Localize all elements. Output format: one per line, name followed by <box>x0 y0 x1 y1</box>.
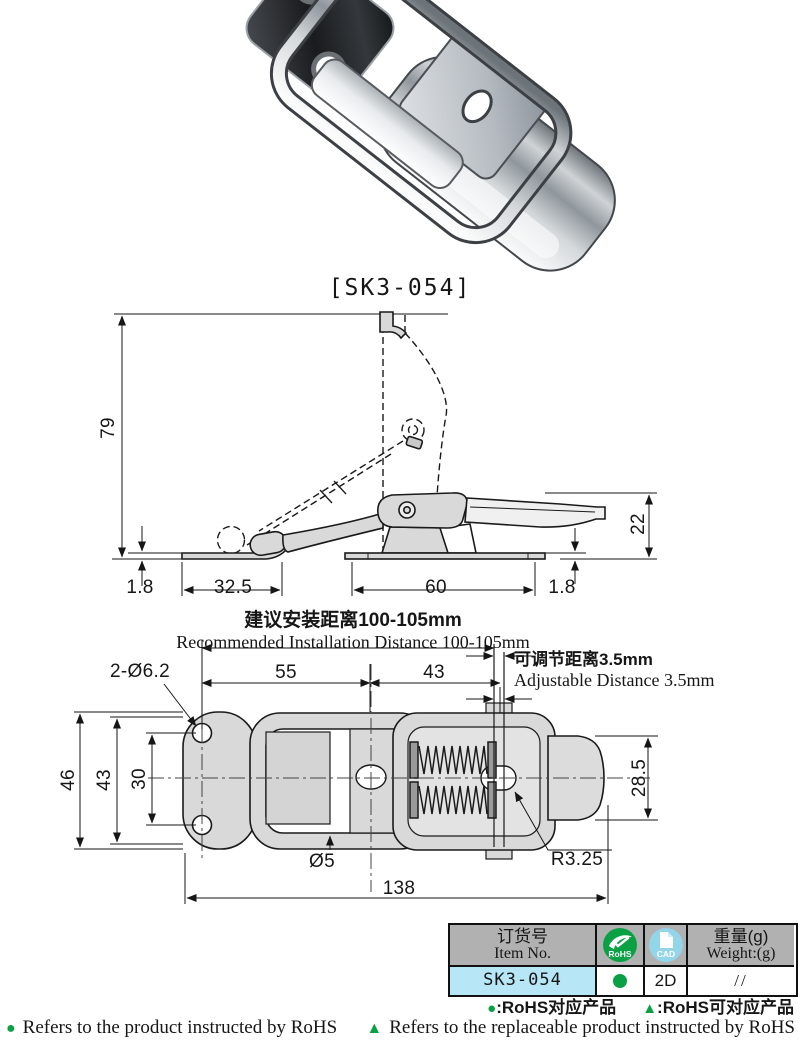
top-catch <box>379 311 408 340</box>
adjust-note: 可调节距离3.5mm Adjustable Distance 3.5mm <box>514 645 714 691</box>
dim-overall-length: 138 <box>382 878 416 899</box>
latch-body-inner <box>407 726 541 837</box>
legend-zh-rohs-alt: ▲:RoHS可对应产品 <box>642 993 794 1018</box>
header-item-no-zh: 订货号 <box>497 926 548 946</box>
dim-thickness-right: 1.8 <box>548 577 576 598</box>
latch-photo-group <box>245 0 616 272</box>
green-triangle-icon: ▲ <box>366 1020 383 1037</box>
spring-bottom <box>418 785 488 815</box>
side-view-solid <box>181 311 606 560</box>
header-cad: CAD <box>645 925 688 967</box>
lever-tail-side <box>464 497 606 528</box>
base-plate-side <box>344 552 546 560</box>
dim-handle-width: 28.5 <box>629 758 650 798</box>
item-no-value: SK3-054 <box>483 970 562 991</box>
rohs-badge-icon: RoHS <box>603 928 637 962</box>
cad-value: 2D <box>654 971 677 991</box>
rohs-leaf-icon <box>609 935 632 949</box>
row-item-no: SK3-054 <box>450 967 597 995</box>
cad-badge-icon: CAD <box>648 928 683 962</box>
dim-plate-span: 43 <box>94 769 115 791</box>
header-item-no-en: Item No. <box>494 944 551 962</box>
dim-slot-radius: R3.25 <box>550 849 604 870</box>
legend-en-rohs-alt-text: Refers to the replaceable product instru… <box>389 1017 795 1038</box>
spring-top <box>418 745 488 775</box>
pedestal <box>380 526 452 554</box>
svg-text:RoHS: RoHS <box>608 949 631 959</box>
dim-plate-height: 46 <box>58 769 79 791</box>
photo-bail-wire <box>272 0 570 242</box>
legend-en-rohs-alt: ▲ Refers to the replaceable product instr… <box>366 1017 795 1039</box>
legend-zh-rohs-text: :RoHS对应产品 <box>496 998 617 1017</box>
row-weight: // <box>688 967 794 995</box>
dim-thickness-left: 1.8 <box>126 577 154 598</box>
top-view-drawing <box>74 640 658 904</box>
legend-zh: ●:RoHS对应产品 ▲:RoHS可对应产品 <box>487 993 794 1018</box>
spring-housing-side <box>376 492 468 529</box>
weight-value: // <box>734 971 748 991</box>
legend-zh-rohs-alt-text: :RoHS可对应产品 <box>657 998 794 1017</box>
legend-en-rohs: ● Refers to the product instructed by RoH… <box>6 1017 337 1039</box>
header-weight-en: Weight:(g) <box>706 944 776 962</box>
header-rohs: RoHS <box>597 925 645 967</box>
legend-en: ● Refers to the product instructed by RoH… <box>6 1017 795 1039</box>
row-rohs-status <box>597 967 645 995</box>
dim-wire-diameter: Ø5 <box>309 851 335 872</box>
header-weight-zh: 重量(g) <box>713 926 769 946</box>
pivot-screw <box>405 435 424 450</box>
adjust-note-zh: 可调节距离3.5mm <box>514 650 653 669</box>
side-view-drawing <box>112 311 657 596</box>
dim-open-height: 79 <box>98 417 119 439</box>
dim-pitch-left: 55 <box>275 662 297 683</box>
install-note-zh: 建议安装距离100-105mm <box>244 610 462 631</box>
photo-bracket-hole <box>461 89 493 124</box>
photo-keeper-bar <box>310 58 464 189</box>
row-cad: 2D <box>645 967 688 995</box>
dim-pitch-right: 43 <box>423 662 445 683</box>
dim-hook-plate-width: 32.5 <box>213 577 253 598</box>
model-label: [SK3-054] <box>328 275 472 301</box>
dim-hole-pitch: 30 <box>129 768 150 790</box>
product-photo <box>245 0 616 272</box>
svg-text:CAD: CAD <box>656 949 674 959</box>
rohs-status-dot <box>613 974 627 988</box>
spec-table: 订货号 Item No. RoHS CAD 重量(g) Weight:(g) <box>448 923 798 997</box>
dim-base-length: 60 <box>425 577 447 598</box>
legend-en-rohs-text: Refers to the product instructed by RoHS <box>22 1017 338 1038</box>
green-dot-icon: ● <box>487 1000 497 1017</box>
header-weight: 重量(g) Weight:(g) <box>688 925 794 967</box>
dim-holes: 2-Ø6.2 <box>110 661 170 682</box>
lever-arm-side <box>282 511 384 553</box>
legend-zh-rohs: ●:RoHS对应产品 <box>487 993 616 1018</box>
green-dot-icon: ● <box>6 1020 16 1037</box>
header-item-no: 订货号 Item No. <box>450 925 597 967</box>
adjust-note-en: Adjustable Distance 3.5mm <box>514 670 715 690</box>
dim-tip-height: 22 <box>628 513 649 535</box>
green-triangle-icon: ▲ <box>642 1000 658 1017</box>
